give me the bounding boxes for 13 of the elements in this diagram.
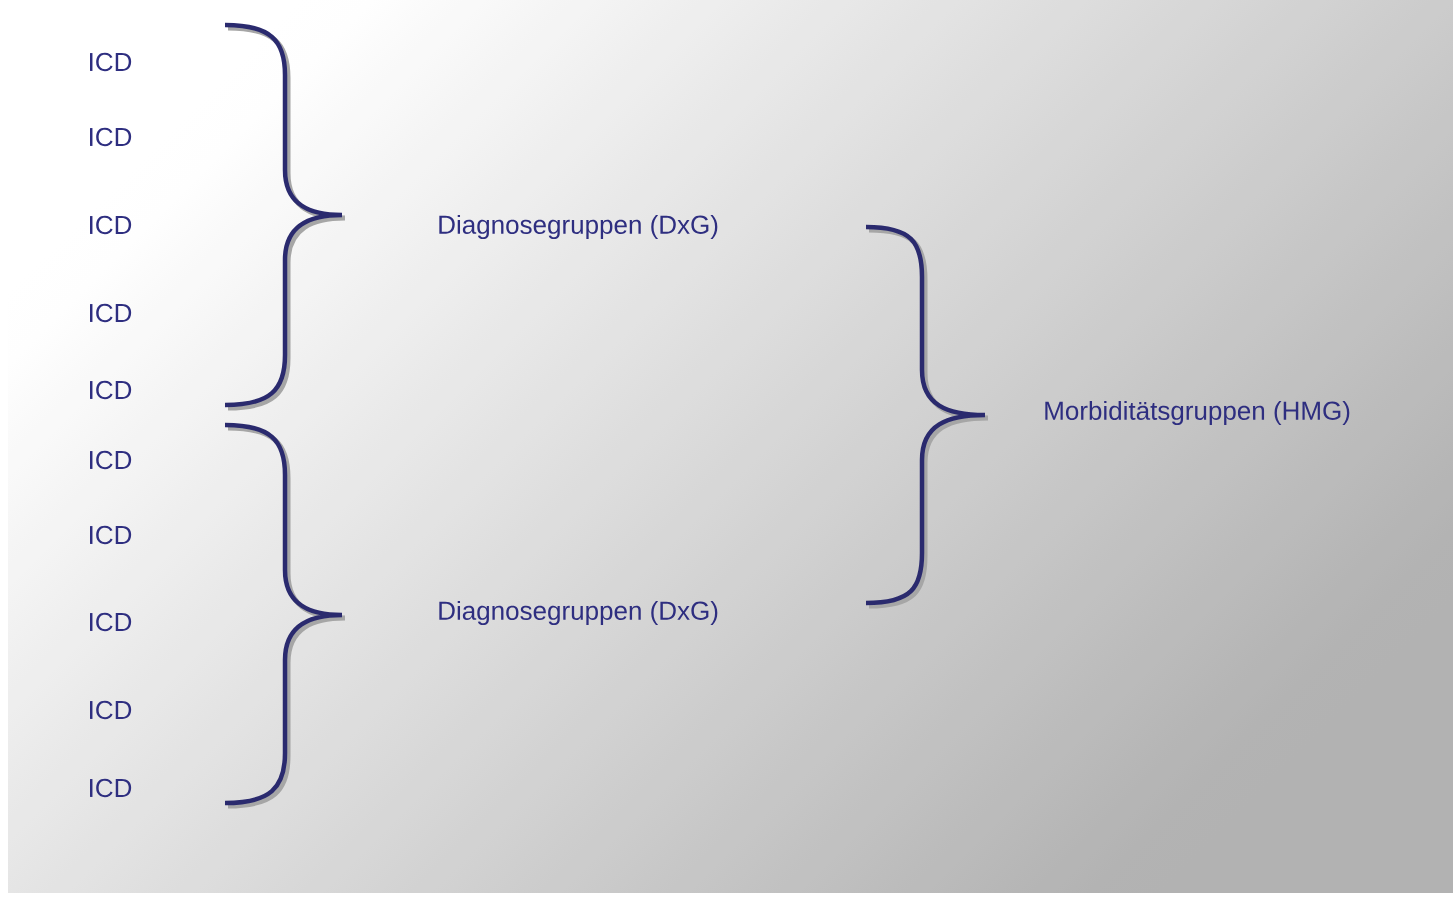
label: Diagnosegruppen (DxG) — [439, 600, 718, 626]
label: ICD — [90, 525, 132, 545]
label: ICD — [90, 612, 132, 632]
label: ICD — [90, 450, 132, 470]
label: ICD — [90, 52, 132, 72]
label: Diagnosegruppen (DxG) — [439, 214, 718, 240]
label: Morbiditätsgruppen (HMG) — [1045, 400, 1350, 426]
label: ICD — [90, 303, 132, 323]
label: ICD — [90, 127, 132, 147]
label: ICD — [90, 380, 132, 400]
label: ICD — [90, 700, 132, 720]
label: ICD — [90, 215, 132, 235]
label: ICD — [90, 778, 132, 798]
